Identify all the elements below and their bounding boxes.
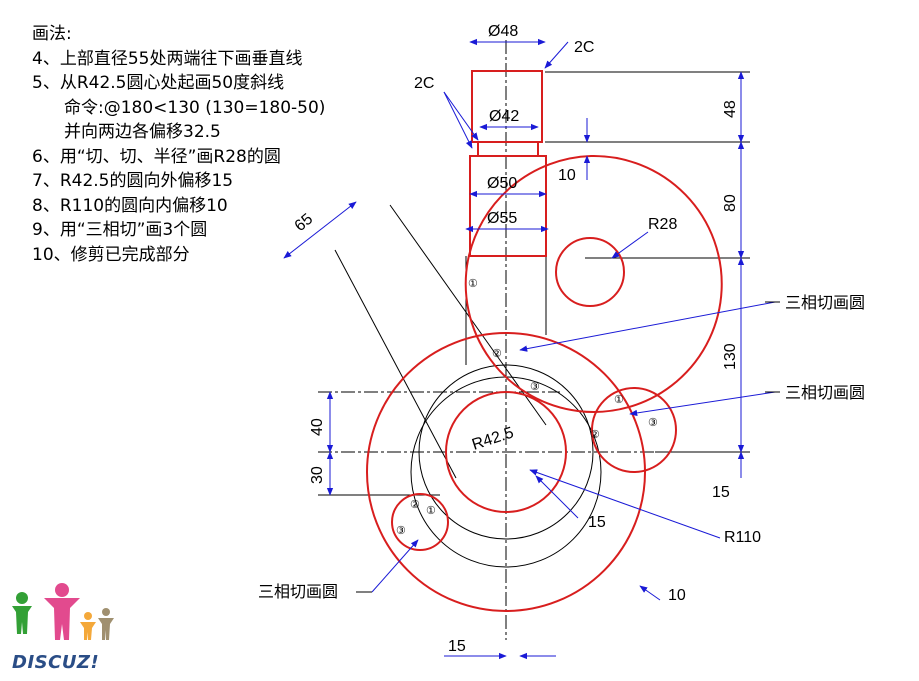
dim-offset-15-right: 15 bbox=[712, 484, 730, 501]
dimension-labels: Ø48 2C 2C Ø42 Ø50 Ø55 10 48 80 130 15 40… bbox=[292, 23, 762, 655]
circle-r28 bbox=[555, 237, 625, 307]
instruction-step-7: 7、R42.5的圆向外偏移15 bbox=[32, 171, 234, 191]
dim-offset-10: 10 bbox=[558, 167, 576, 184]
offset-circle-r42-5-plus-15 bbox=[418, 364, 594, 540]
marker-1-right: ① bbox=[614, 394, 624, 406]
dim-offset-10-bottom: 10 bbox=[668, 587, 686, 604]
marker-2-lower: ② bbox=[410, 499, 420, 511]
dimension-lines bbox=[283, 38, 776, 660]
dim-height-80: 80 bbox=[722, 194, 739, 212]
tangent-markers: ① ② ③ ① ② ③ ② ① ③ bbox=[396, 278, 658, 537]
marker-3-right: ③ bbox=[648, 417, 658, 429]
construction-geometry bbox=[318, 71, 750, 568]
marker-2-upper: ② bbox=[492, 348, 502, 360]
marker-3-upper: ③ bbox=[530, 381, 540, 393]
marker-3-lower: ③ bbox=[396, 525, 406, 537]
dim-height-48: 48 bbox=[722, 100, 739, 118]
dim-slant-65: 65 bbox=[292, 211, 317, 236]
instruction-step-4: 4、上部直径55处两端往下画垂直线 bbox=[32, 48, 303, 69]
tangent-circle-lower-left bbox=[391, 493, 449, 551]
tangent-callouts: 三相切画圆 三相切画圆 三相切画圆 bbox=[258, 293, 865, 601]
tangent-circle-right bbox=[591, 387, 677, 473]
dim-height-40: 40 bbox=[309, 418, 326, 436]
dim-radius-42-5: R42.5 bbox=[470, 424, 516, 453]
discuz-logo bbox=[12, 583, 114, 640]
marker-1-lower: ① bbox=[426, 505, 436, 517]
slant-line-left bbox=[334, 249, 457, 479]
body-d50-d55 bbox=[469, 155, 547, 257]
instruction-step-9: 9、用“三相切”画3个圆 bbox=[32, 220, 208, 240]
instruction-step-6: 6、用“切、切、半径”画R28的圆 bbox=[32, 146, 281, 167]
dim-chamfer-left: 2C bbox=[414, 75, 434, 92]
dim-height-30: 30 bbox=[309, 466, 326, 484]
dim-offset-15-bottom: 15 bbox=[448, 638, 466, 655]
dim-diameter-42: Ø42 bbox=[489, 108, 519, 125]
callout-tangent-circle-1: 三相切画圆 bbox=[785, 293, 865, 312]
instruction-step-5: 5、从R42.5圆心处起画50度斜线 bbox=[32, 73, 285, 93]
instruction-step-8: 8、R110的圆向内偏移10 bbox=[32, 195, 228, 216]
callout-tangent-circle-3: 三相切画圆 bbox=[258, 582, 338, 601]
neck-d42 bbox=[477, 141, 539, 157]
instruction-step-5-offset: 并向两边各偏移32.5 bbox=[64, 122, 221, 142]
tangent-arc-large bbox=[464, 154, 723, 413]
dim-diameter-50: Ø50 bbox=[487, 175, 517, 192]
marker-2-right: ② bbox=[590, 429, 600, 441]
outline-geometry bbox=[366, 70, 723, 612]
marker-1-upper: ① bbox=[468, 278, 478, 290]
dim-radius-28: R28 bbox=[648, 216, 677, 233]
people-icon bbox=[12, 583, 114, 640]
circle-r42-5 bbox=[445, 391, 567, 513]
dim-offset-15-center: 15 bbox=[588, 514, 606, 531]
dim-diameter-48: Ø48 bbox=[488, 23, 518, 40]
circle-r110 bbox=[366, 332, 646, 612]
instruction-step-10: 10、修剪已完成部分 bbox=[32, 244, 190, 265]
dim-height-130: 130 bbox=[722, 343, 739, 370]
dim-radius-110: R110 bbox=[724, 529, 761, 546]
instruction-step-5-command: 命令:@180<130 (130=180-50) bbox=[64, 97, 326, 118]
callout-tangent-circle-2: 三相切画圆 bbox=[785, 383, 865, 402]
discuz-logo-text: DISCUZ! bbox=[12, 652, 100, 673]
dim-diameter-55: Ø55 bbox=[487, 210, 517, 227]
dim-chamfer-top: 2C bbox=[574, 39, 594, 56]
instruction-title: 画法: bbox=[32, 24, 72, 44]
instruction-list: 画法: 4、上部直径55处两端往下画垂直线 5、从R42.5圆心处起画50度斜线… bbox=[32, 22, 325, 267]
upper-cylinder-d48 bbox=[471, 70, 543, 143]
